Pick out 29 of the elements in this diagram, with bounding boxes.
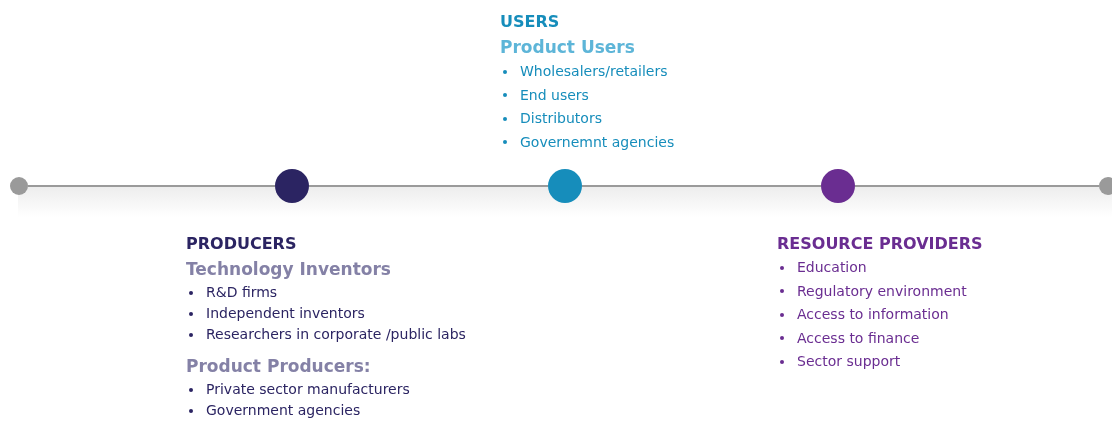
list-item: Independent inventors — [186, 303, 365, 324]
list-item: Education — [777, 256, 867, 280]
list-item: Governemnt agencies — [500, 130, 675, 154]
heading: RESOURCE PROVIDERS — [777, 233, 983, 255]
timeline-dot — [1099, 177, 1112, 195]
heading: PRODUCERS — [186, 233, 297, 255]
timeline-line — [27, 185, 276, 187]
list-item: Government agencies — [186, 400, 361, 421]
timeline-dot — [548, 169, 582, 203]
timeline-line — [854, 185, 1100, 187]
list-item: Wholesalers/retailers — [500, 60, 668, 84]
list-item: Sector support — [777, 350, 901, 374]
timeline-dot — [275, 169, 309, 203]
timeline-dot — [10, 177, 28, 195]
list-item: Private sector manufacturers — [186, 379, 410, 400]
list-item: R&D firms — [186, 282, 278, 303]
subheading: Technology Inventors — [186, 258, 391, 281]
list-item: Access to finance — [777, 326, 920, 350]
list-item: Researchers in corporate /public labs — [186, 324, 466, 345]
timeline-line — [581, 185, 822, 187]
list-item: Access to information — [777, 303, 949, 327]
heading: USERS — [500, 11, 560, 33]
list-item: Distributors — [500, 107, 602, 131]
subheading: Product Producers: — [186, 355, 371, 378]
list-item: End users — [500, 83, 589, 107]
subheading: Product Users — [500, 36, 635, 59]
timeline-line — [308, 185, 549, 187]
timeline-dot — [821, 169, 855, 203]
list-item: Regulatory environment — [777, 279, 967, 303]
